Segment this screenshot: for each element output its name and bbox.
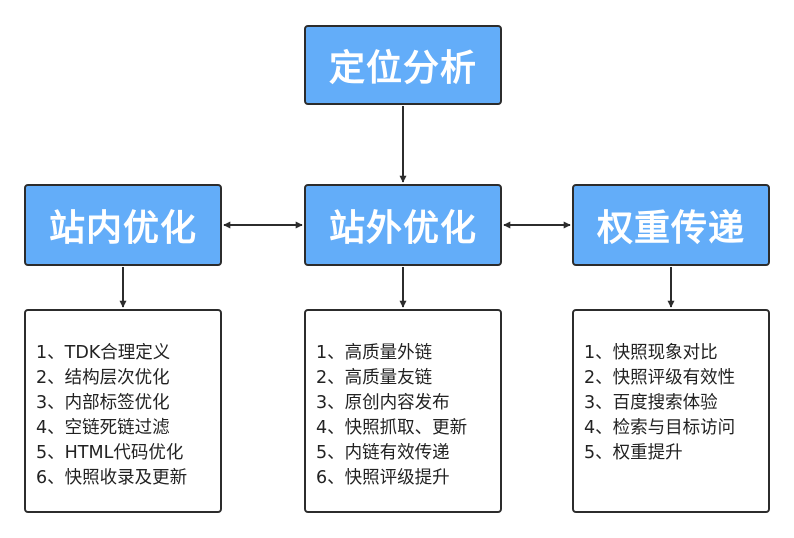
list-item: 3、百度搜索体验 [584,393,718,413]
onsite-optimization-list: 1、TDK合理定义 2、结构层次优化 3、内部标签优化 4、空链死链过滤 5、H… [24,309,222,513]
list-item: 1、高质量外链 [316,343,433,363]
list-item: 3、内部标签优化 [36,393,170,413]
list-item: 6、快照评级提升 [316,468,450,488]
list-item: 2、高质量友链 [316,368,433,388]
list-item: 5、HTML代码优化 [36,443,184,463]
node-weight-transfer: 权重传递 [572,184,770,266]
list-item: 5、权重提升 [584,443,683,463]
list-item: 4、检索与目标访问 [584,418,736,438]
list-item: 6、快照收录及更新 [36,468,188,488]
list-item: 2、快照评级有效性 [584,368,736,388]
list-item: 3、原创内容发布 [316,393,450,413]
node-offsite-optimization: 站外优化 [304,184,502,266]
list-item: 4、空链死链过滤 [36,418,170,438]
list-item: 1、快照现象对比 [584,343,718,363]
node-positioning-analysis: 定位分析 [304,25,502,105]
list-item: 5、内链有效传递 [316,443,450,463]
list-item: 2、结构层次优化 [36,368,170,388]
weight-transfer-list: 1、快照现象对比 2、快照评级有效性 3、百度搜索体验 4、检索与目标访问 5、… [572,309,770,513]
list-item: 1、TDK合理定义 [36,343,171,363]
list-item: 4、快照抓取、更新 [316,418,468,438]
node-onsite-optimization: 站内优化 [24,184,222,266]
offsite-optimization-list: 1、高质量外链 2、高质量友链 3、原创内容发布 4、快照抓取、更新 5、内链有… [304,309,502,513]
